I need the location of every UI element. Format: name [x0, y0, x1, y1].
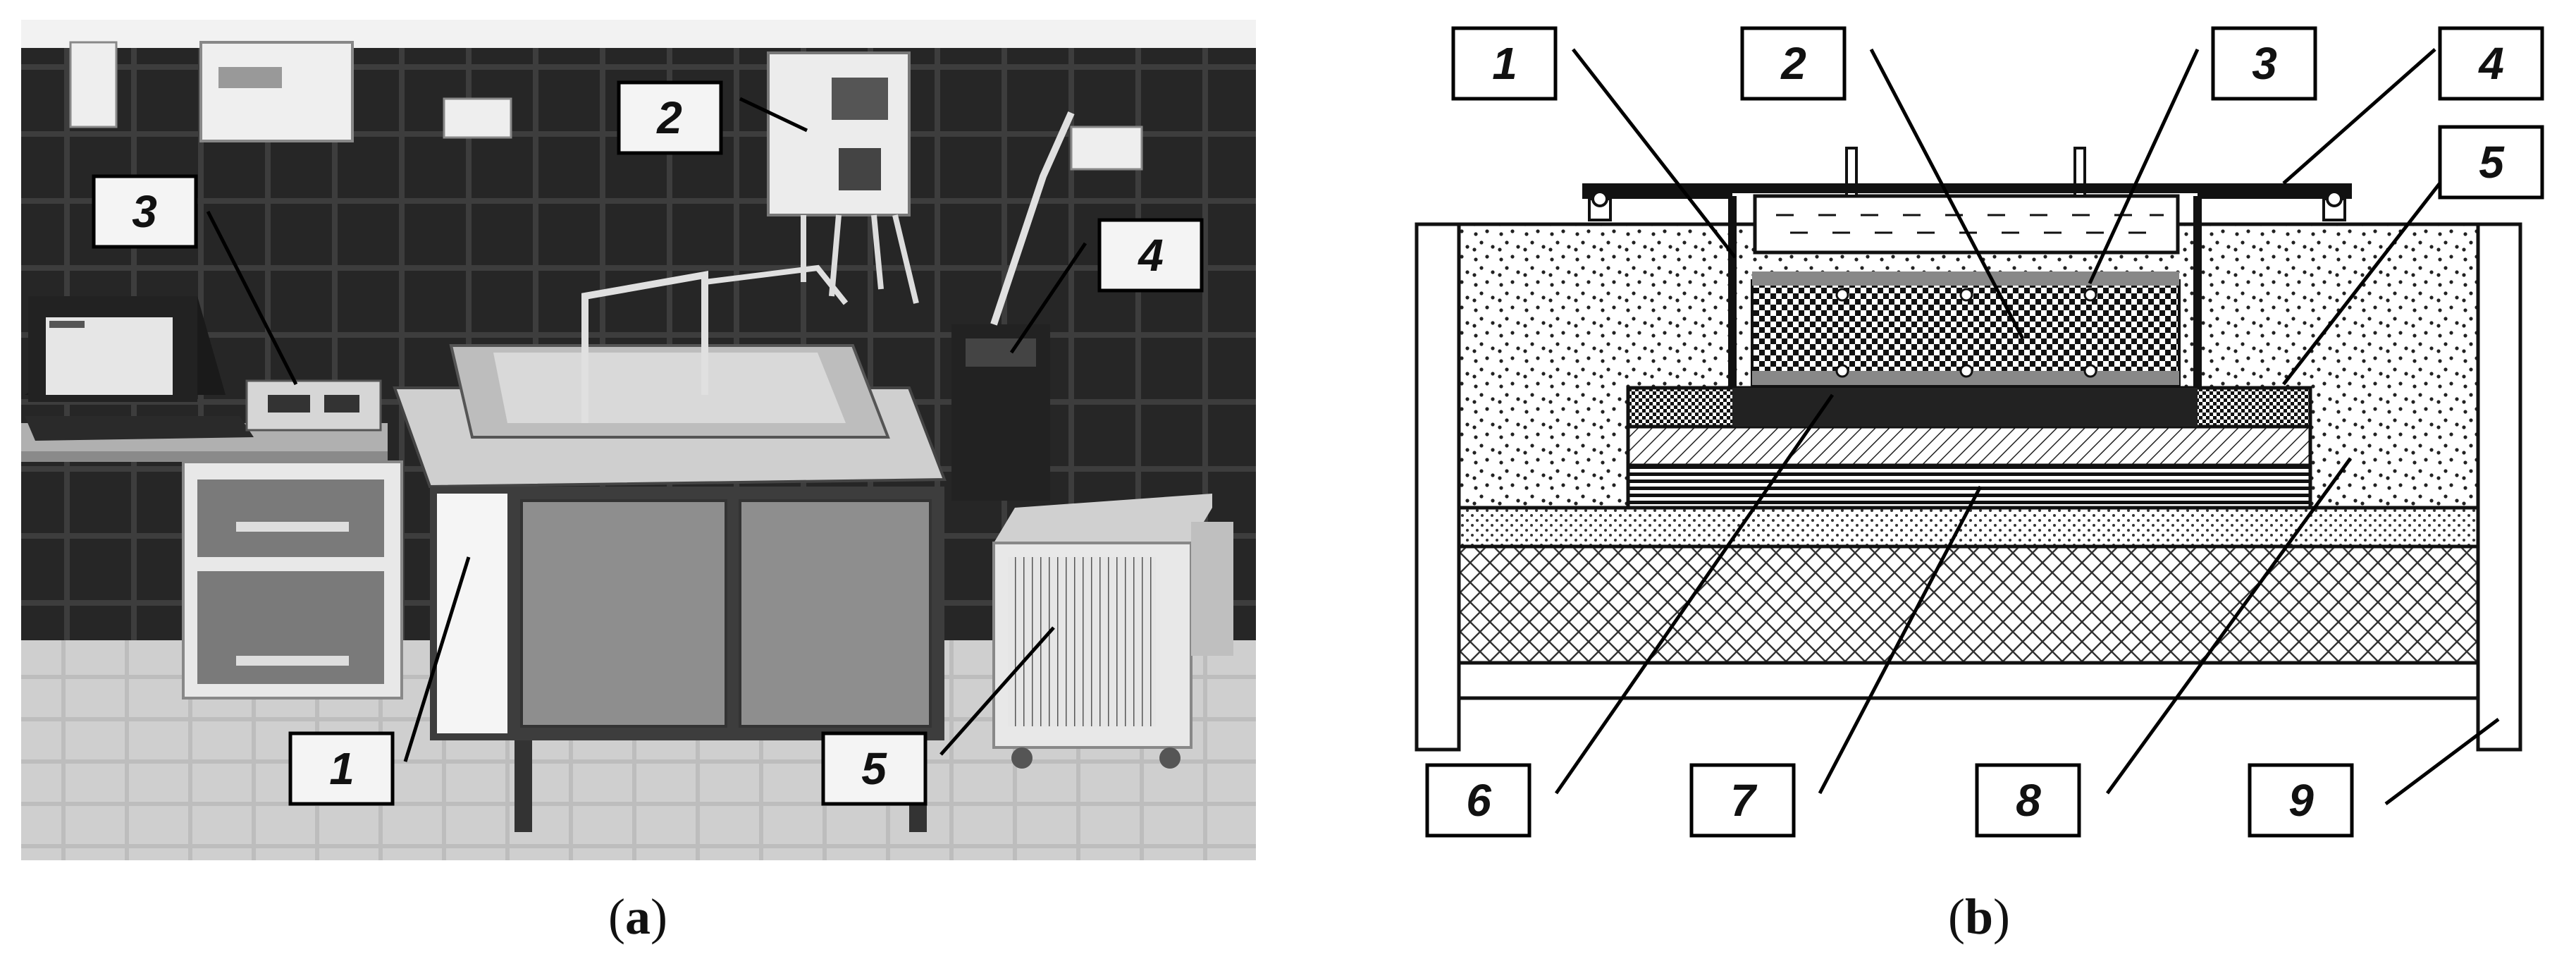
schematic-callout-5: 5: [2438, 125, 2544, 200]
schematic-callout-7-label: 7: [1730, 775, 1758, 826]
photo-callout-4: 4: [1097, 218, 1204, 293]
caption-b-open: (: [1948, 888, 1965, 945]
caption-a-open: (: [608, 888, 625, 945]
schematic-callout-8: 8: [1975, 763, 2081, 838]
photo-callout-1: 1: [288, 731, 395, 806]
schematic-callout-3-label: 3: [2252, 38, 2277, 89]
lid: [1582, 183, 2352, 193]
caption-a-close: ): [651, 888, 667, 945]
schematic-callout-5-label: 5: [2479, 137, 2505, 188]
schematic-callout-9: 9: [2248, 763, 2354, 838]
photo-callout-1-label: 1: [329, 743, 355, 794]
schematic-callout-4-label: 4: [2477, 38, 2504, 89]
photo-callout-2: 2: [617, 80, 723, 155]
schematic-callout-6: 6: [1425, 763, 1532, 838]
schematic-callout-1: 1: [1451, 26, 1558, 101]
schematic-callout-2-label: 2: [1780, 38, 1806, 89]
photo-callout-4-label: 4: [1137, 230, 1164, 281]
outer-post-left: [1415, 222, 1461, 752]
base-layer-lower: [1457, 544, 2480, 665]
photo-callout-3-label: 3: [132, 186, 157, 237]
wall-meter-box: [199, 41, 354, 142]
caption-b-letter: b: [1965, 888, 1993, 945]
schematic-callout-3: 3: [2211, 26, 2317, 101]
outer-post-right: [2476, 222, 2522, 752]
schematic-callout-2: 2: [1740, 26, 1847, 101]
hatched-layer: [1626, 424, 2312, 468]
caption-b-close: ): [1993, 888, 2010, 945]
photo-panel: 1 2 3 4 5: [21, 20, 1256, 860]
schematic-callout-8-label: 8: [2016, 775, 2041, 826]
cooler-top: [994, 494, 1212, 543]
photo-callout-5: 5: [821, 731, 928, 806]
chamber-floor: [1732, 388, 2198, 427]
sensors: [1835, 288, 2097, 378]
photo-callout-3: 3: [92, 174, 198, 249]
water-tank: [1753, 194, 2180, 255]
control-unit: [245, 379, 382, 432]
wall-control-cabinet: [767, 51, 911, 216]
caption-a: (a): [608, 888, 667, 945]
photo-callout-2-label: 2: [656, 92, 682, 143]
schematic-callout-7: 7: [1689, 763, 1796, 838]
caption-b: (b): [1948, 888, 2010, 945]
photo-callout-5-label: 5: [861, 743, 887, 794]
base-layer-upper: [1457, 506, 2480, 549]
schematic-callout-6-label: 6: [1466, 775, 1491, 826]
schematic-panel: 1 2 3 4 5 6 7 8: [1415, 26, 2544, 838]
caption-a-letter: a: [625, 888, 651, 945]
schematic-callout-9-label: 9: [2288, 775, 2314, 826]
schematic-callout-1-label: 1: [1492, 38, 1517, 89]
striped-layer: [1626, 463, 2312, 510]
schematic-callout-4: 4: [2438, 26, 2544, 101]
bottom-frame: [1457, 661, 2480, 700]
